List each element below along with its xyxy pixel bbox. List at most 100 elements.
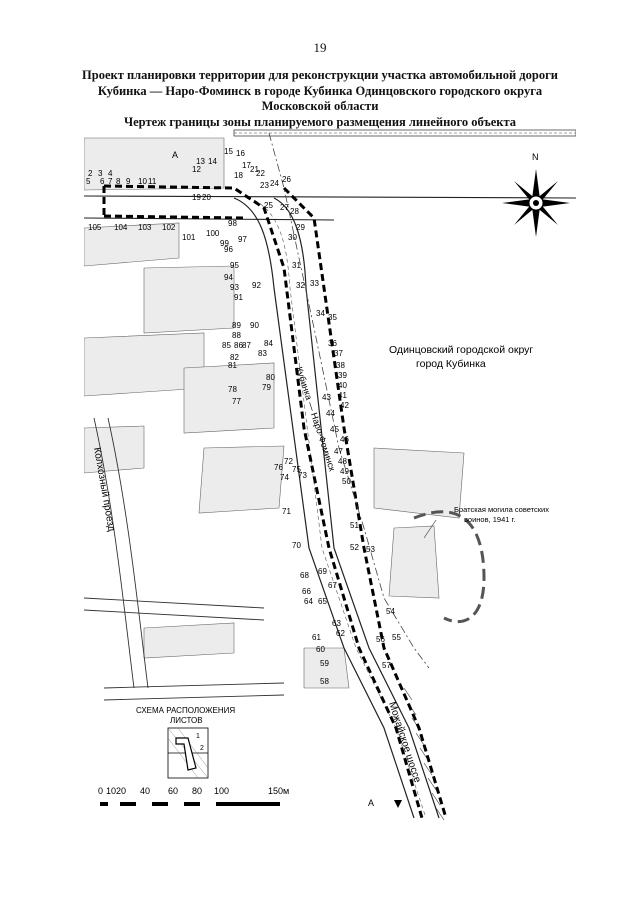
point-83: 83 xyxy=(258,349,267,358)
point-49: 49 xyxy=(340,467,349,476)
point-67: 67 xyxy=(328,581,337,590)
memorial-leader xyxy=(423,519,437,539)
point-16: 16 xyxy=(236,149,245,158)
point-105: 105 xyxy=(88,223,102,232)
point-79: 79 xyxy=(262,383,271,392)
point-96: 96 xyxy=(224,245,233,254)
point-94: 94 xyxy=(224,273,233,282)
memorial-label-line1: Братская могила советских xyxy=(454,505,549,514)
point-51: 51 xyxy=(350,521,359,530)
inset-title-line1: СХЕМА РАСПОЛОЖЕНИЯ xyxy=(136,706,235,715)
point-57: 57 xyxy=(382,661,391,670)
point-68: 68 xyxy=(300,571,309,580)
point-58: 58 xyxy=(320,677,329,686)
point-32: 32 xyxy=(296,281,305,290)
point-42: 42 xyxy=(340,401,349,410)
point-5: 5 xyxy=(86,177,91,186)
point-65: 65 xyxy=(318,597,327,606)
point-a-bottom: А xyxy=(368,798,374,808)
map-drawing: N Одинцовский городской округ город Куби… xyxy=(83,128,577,874)
point-47: 47 xyxy=(334,447,343,456)
scale-label-0: 0 xyxy=(98,786,103,796)
point-86: 86 xyxy=(234,341,243,350)
point-76: 76 xyxy=(274,463,283,472)
point-82: 82 xyxy=(230,353,239,362)
sheet-layout-inset: СХЕМА РАСПОЛОЖЕНИЯ ЛИСТОВ 1 2 xyxy=(136,706,235,779)
point-18: 18 xyxy=(234,171,243,180)
document-title: Проект планировки территории для реконст… xyxy=(60,68,580,130)
point-85: 85 xyxy=(222,341,231,350)
point-93: 93 xyxy=(230,283,239,292)
point-23: 23 xyxy=(260,181,269,190)
point-35: 35 xyxy=(328,313,337,322)
scale-label-80: 80 xyxy=(192,786,202,796)
point-a-top: А xyxy=(172,150,178,160)
inset-sheet-2: 2 xyxy=(200,745,204,752)
point-91: 91 xyxy=(234,293,243,302)
point-70: 70 xyxy=(292,541,301,550)
point-24: 24 xyxy=(270,179,279,188)
title-line-3: Московской области xyxy=(261,99,379,113)
point-87: 87 xyxy=(242,341,251,350)
compass-rose-icon xyxy=(502,169,570,237)
road-label-mozhaysk: Можайское шоссе xyxy=(386,701,423,785)
point-27: 27 xyxy=(280,203,289,212)
point-102: 102 xyxy=(162,223,176,232)
point-81: 81 xyxy=(228,361,237,370)
point-11: 11 xyxy=(148,177,157,186)
point-69: 69 xyxy=(318,567,327,576)
point-30: 30 xyxy=(288,233,297,242)
district-label-line1: Одинцовский городской округ xyxy=(389,344,533,356)
point-104: 104 xyxy=(114,223,128,232)
point-21: 21 xyxy=(250,165,259,174)
point-48: 48 xyxy=(338,457,347,466)
point-97: 97 xyxy=(238,235,247,244)
point-8: 8 xyxy=(116,177,121,186)
point-77: 77 xyxy=(232,397,241,406)
point-20: 20 xyxy=(202,193,211,202)
point-95: 95 xyxy=(230,261,239,270)
point-34: 34 xyxy=(316,309,325,318)
direction-arrow-icon xyxy=(394,800,402,808)
point-10: 10 xyxy=(138,177,147,186)
point-9: 9 xyxy=(126,177,131,186)
point-14: 14 xyxy=(208,157,217,166)
point-26: 26 xyxy=(282,175,291,184)
district-label-line2: город Кубинка xyxy=(416,358,486,370)
point-56: 56 xyxy=(376,635,385,644)
scale-label-100: 100 xyxy=(214,786,229,796)
north-label: N xyxy=(532,152,539,162)
point-54: 54 xyxy=(386,607,395,616)
point-13: 13 xyxy=(196,157,205,166)
point-3: 3 xyxy=(98,169,103,178)
point-71: 71 xyxy=(282,507,291,516)
point-22: 22 xyxy=(256,169,265,178)
point-53: 53 xyxy=(366,545,375,554)
point-59: 59 xyxy=(320,659,329,668)
point-52: 52 xyxy=(350,543,359,552)
point-100: 100 xyxy=(206,229,220,238)
point-33: 33 xyxy=(310,279,319,288)
point-36: 36 xyxy=(328,339,337,348)
title-line-4: Чертеж границы зоны планируемого размеще… xyxy=(123,114,517,129)
point-73: 73 xyxy=(298,471,307,480)
point-4: 4 xyxy=(108,169,113,178)
point-75: 75 xyxy=(292,465,301,474)
point-92: 92 xyxy=(252,281,261,290)
point-103: 103 xyxy=(138,223,152,232)
point-98: 98 xyxy=(228,219,237,228)
point-89: 89 xyxy=(232,321,241,330)
scale-label-40: 40 xyxy=(140,786,150,796)
point-2: 2 xyxy=(88,169,93,178)
main-road xyxy=(83,195,577,819)
point-64: 64 xyxy=(304,597,313,606)
point-72: 72 xyxy=(284,457,293,466)
point-15: 15 xyxy=(224,147,233,156)
point-99: 99 xyxy=(220,239,229,248)
street-lines xyxy=(83,417,285,701)
point-40: 40 xyxy=(338,381,347,390)
scale-bar: 0 10 20 40 60 80 100 150м xyxy=(98,786,289,806)
map-svg: N Одинцовский городской округ город Куби… xyxy=(83,129,577,874)
point-74: 74 xyxy=(280,473,289,482)
scale-label-20: 20 xyxy=(116,786,126,796)
